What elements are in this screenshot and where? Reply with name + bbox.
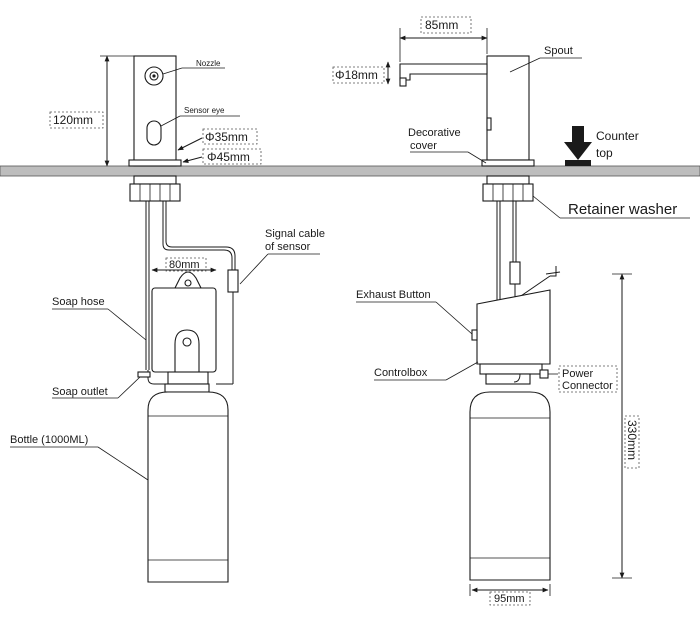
dim-85mm: 85mm bbox=[399, 16, 488, 62]
dim-330mm-label: 330mm bbox=[625, 420, 639, 460]
dim-phi35-label: Φ35mm bbox=[205, 130, 248, 144]
callout-bottle: Bottle (1000ML) bbox=[10, 434, 149, 481]
dim-95mm-label: 95mm bbox=[494, 593, 525, 605]
controlbox-label: Controlbox bbox=[374, 367, 428, 379]
dim-330mm: 330mm bbox=[612, 273, 640, 579]
callout-sensor-eye: Sensor eye bbox=[160, 106, 240, 127]
dim-85mm-label: 85mm bbox=[425, 18, 458, 32]
callout-nozzle: Nozzle bbox=[162, 59, 225, 75]
sensor-eye-label: Sensor eye bbox=[184, 106, 225, 115]
left-bottle bbox=[147, 391, 229, 583]
dim-80mm-label: 80mm bbox=[169, 259, 200, 271]
callout-retainer-washer: Retainer washer bbox=[532, 195, 690, 219]
dim-phi45: Φ45mm bbox=[182, 148, 262, 165]
power-connector-label-2: Connector bbox=[562, 380, 613, 392]
decorative-cover-label-2: cover bbox=[410, 140, 437, 152]
spout-label: Spout bbox=[544, 45, 573, 57]
decorative-cover-label-1: Decorative bbox=[408, 127, 461, 139]
dim-120mm: 120mm bbox=[49, 55, 134, 167]
callout-controlbox: Controlbox bbox=[374, 361, 479, 381]
retainer-washer-label: Retainer washer bbox=[568, 201, 677, 218]
dim-80mm: 80mm bbox=[151, 257, 217, 273]
callout-decorative-cover: Decorative cover bbox=[408, 127, 487, 164]
dim-phi45-label: Φ45mm bbox=[207, 150, 250, 164]
right-control-box bbox=[471, 289, 551, 385]
soap-hose-label: Soap hose bbox=[52, 296, 105, 308]
counter-top-callout: Counter top bbox=[564, 126, 639, 166]
counter-top-label-1: Counter bbox=[596, 129, 639, 143]
dim-95mm: 95mm bbox=[469, 584, 551, 606]
right-bottle bbox=[469, 391, 551, 581]
power-connector-label-1: Power bbox=[562, 368, 594, 380]
nozzle-label: Nozzle bbox=[196, 59, 221, 68]
callout-exhaust-button: Exhaust Button bbox=[356, 289, 473, 335]
bottle-label: Bottle (1000ML) bbox=[10, 434, 88, 446]
callout-spout: Spout bbox=[509, 45, 582, 73]
dim-phi18: Φ18mm bbox=[332, 61, 391, 85]
signal-cable-label-2: of sensor bbox=[265, 241, 311, 253]
right-retainer-nut bbox=[482, 175, 534, 202]
signal-cable-label-1: Signal cable bbox=[265, 228, 325, 240]
counter-top-slab bbox=[0, 165, 700, 177]
dim-120mm-label: 120mm bbox=[53, 113, 93, 127]
left-retainer-nut bbox=[129, 175, 181, 202]
dim-phi35: Φ35mm bbox=[177, 128, 258, 151]
left-faucet-body bbox=[128, 55, 182, 167]
left-control-box bbox=[151, 271, 217, 393]
callout-signal-cable: Signal cable of sensor bbox=[239, 228, 325, 285]
dim-phi18-label: Φ18mm bbox=[335, 68, 378, 82]
exhaust-button-label: Exhaust Button bbox=[356, 289, 431, 301]
right-faucet-body bbox=[399, 55, 535, 167]
counter-top-label-2: top bbox=[596, 146, 613, 160]
callout-soap-hose: Soap hose bbox=[52, 296, 147, 341]
left-hoses bbox=[137, 201, 239, 385]
callout-power-connector: Power Connector bbox=[548, 365, 618, 393]
soap-outlet-label: Soap outlet bbox=[52, 386, 108, 398]
callout-soap-outlet: Soap outlet bbox=[52, 376, 141, 399]
